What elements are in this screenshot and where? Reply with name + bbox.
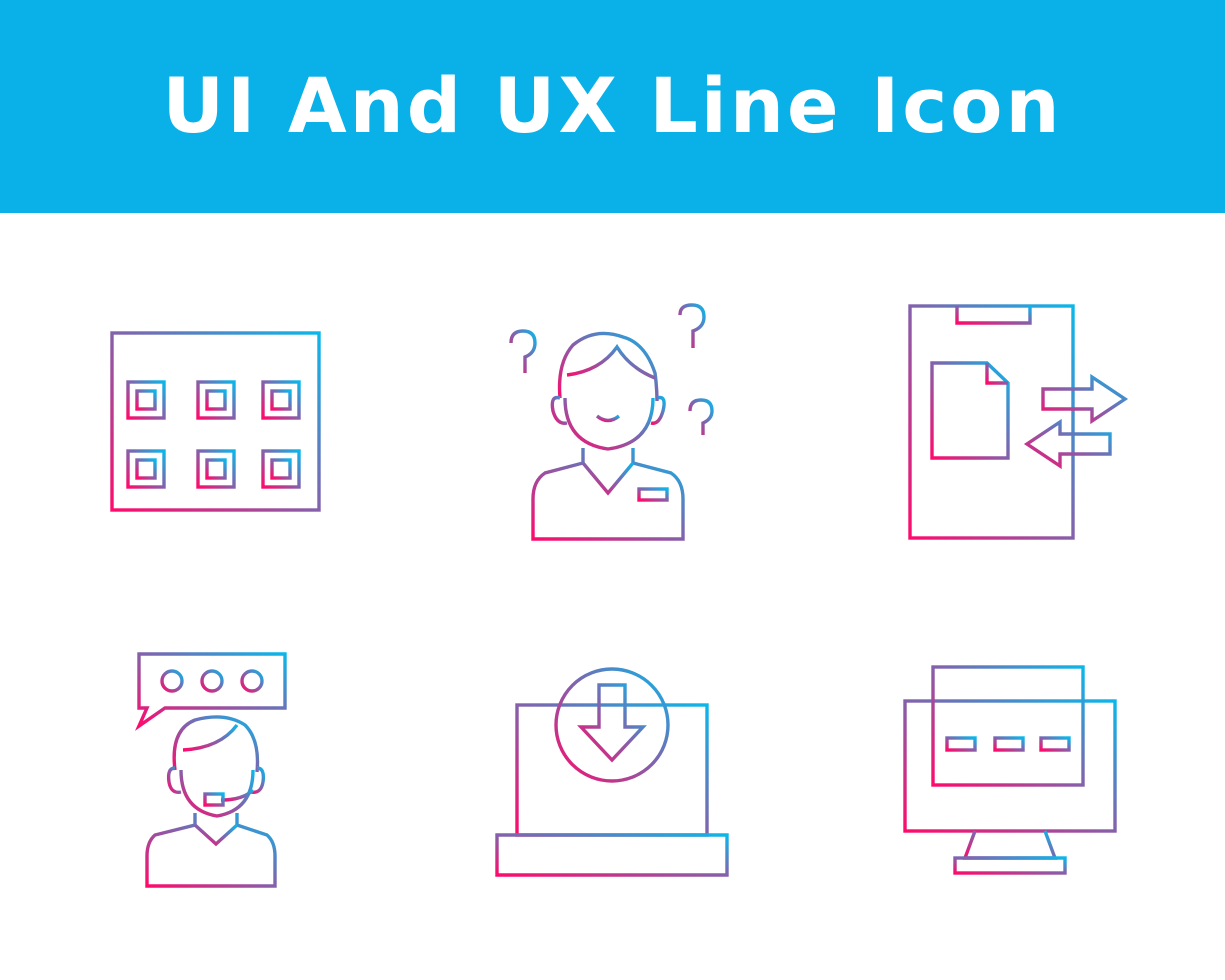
mobile-file-transfer-icon	[885, 303, 1135, 543]
page-title: UI And UX Line Icon	[162, 61, 1063, 150]
desktop-wireframe-icon	[885, 663, 1130, 878]
laptop-download-icon	[495, 665, 735, 880]
confused-user-icon	[505, 303, 720, 543]
header-banner: UI And UX Line Icon	[0, 0, 1225, 213]
browser-grid-layout-icon	[95, 330, 340, 515]
customer-support-chat-icon	[125, 650, 310, 890]
